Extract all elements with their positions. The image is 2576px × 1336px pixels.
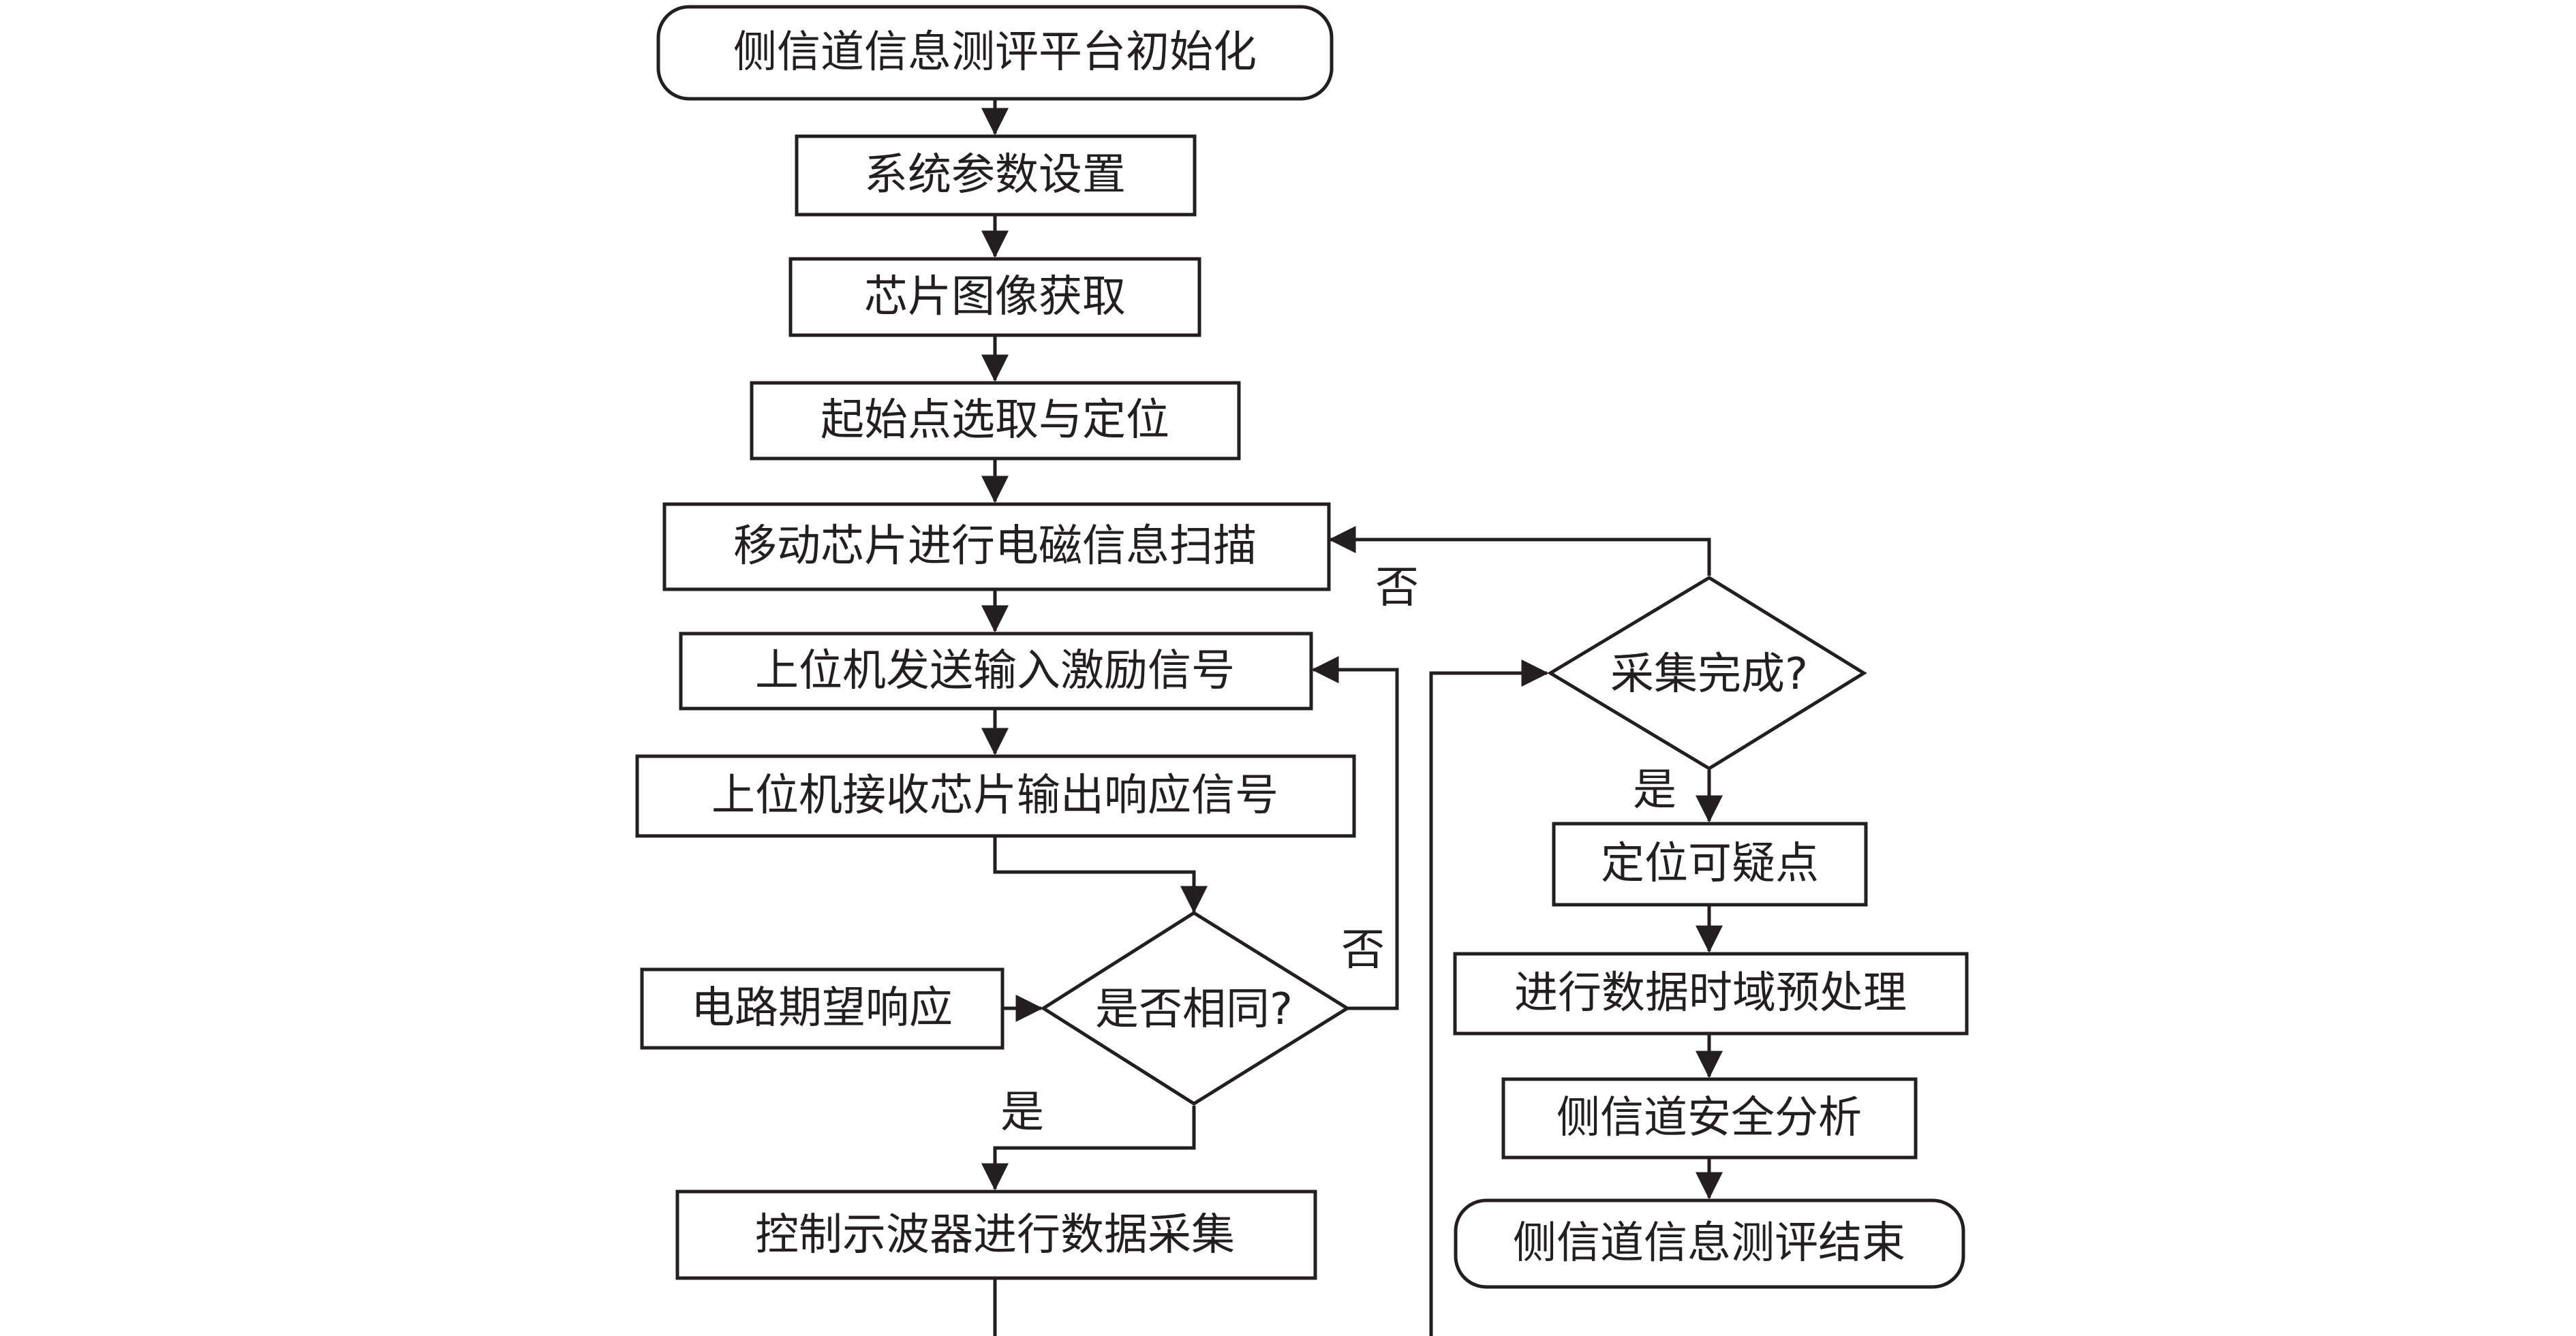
node-scan-label: 移动芯片进行电磁信息扫描	[733, 521, 1257, 572]
edge-label-same-no: 否	[1341, 925, 1385, 976]
node-end-label: 侧信道信息测评结束	[1513, 1218, 1905, 1269]
edge-label-done-yes: 是	[1633, 765, 1676, 815]
edge-label-done-no: 否	[1375, 563, 1419, 613]
node-expected-response-label: 电路期望响应	[691, 983, 953, 1034]
node-analysis-label: 侧信道安全分析	[1557, 1093, 1862, 1143]
node-expected-response: 电路期望响应	[640, 967, 1005, 1050]
arrow-receive-to-decision	[993, 836, 1208, 914]
node-locate-start: 起始点选取与定位	[750, 381, 1241, 461]
node-oscilloscope-label: 控制示波器进行数据采集	[755, 1210, 1235, 1260]
edge-label-same-yes: 是	[1000, 1087, 1044, 1138]
decision-done: 采集完成?	[1547, 576, 1867, 771]
node-analysis: 侧信道安全分析	[1501, 1077, 1918, 1160]
node-image: 芯片图像获取	[788, 257, 1201, 337]
connectors	[981, 99, 1723, 1336]
node-init: 侧信道信息测评平台初始化	[656, 5, 1334, 101]
node-end: 侧信道信息测评结束	[1454, 1198, 1965, 1289]
node-locate-suspicious: 定位可疑点	[1552, 822, 1868, 907]
node-preprocess-label: 进行数据时域预处理	[1514, 968, 1907, 1019]
node-params: 系统参数设置	[795, 134, 1197, 217]
arrow-decision-yes	[981, 1106, 1196, 1191]
node-params-label: 系统参数设置	[864, 150, 1126, 200]
node-receive-response-label: 上位机接收芯片输出响应信号	[711, 771, 1278, 821]
node-send-stimulus: 上位机发送输入激励信号	[679, 632, 1313, 711]
node-locate-start-label: 起始点选取与定位	[821, 395, 1169, 446]
node-scan: 移动芯片进行电磁信息扫描	[662, 502, 1331, 591]
node-receive-response: 上位机接收芯片输出响应信号	[635, 754, 1356, 838]
arrow-decision-no-loop	[1311, 656, 1399, 1010]
decision-same: 是否相同?	[1040, 911, 1351, 1106]
node-send-stimulus-label: 上位机发送输入激励信号	[755, 646, 1235, 696]
decision-same-label: 是否相同?	[1095, 984, 1293, 1035]
node-preprocess: 进行数据时域预处理	[1453, 952, 1969, 1036]
arrow-oscilloscope-to-done	[993, 659, 1549, 1336]
node-locate-suspicious-label: 定位可疑点	[1601, 839, 1819, 889]
node-image-label: 芯片图像获取	[864, 272, 1126, 322]
node-oscilloscope: 控制示波器进行数据采集	[675, 1190, 1317, 1280]
decision-done-label: 采集完成?	[1610, 649, 1808, 700]
arrow-done-no-loop	[1328, 526, 1711, 576]
node-init-label: 侧信道信息测评平台初始化	[733, 27, 1257, 78]
